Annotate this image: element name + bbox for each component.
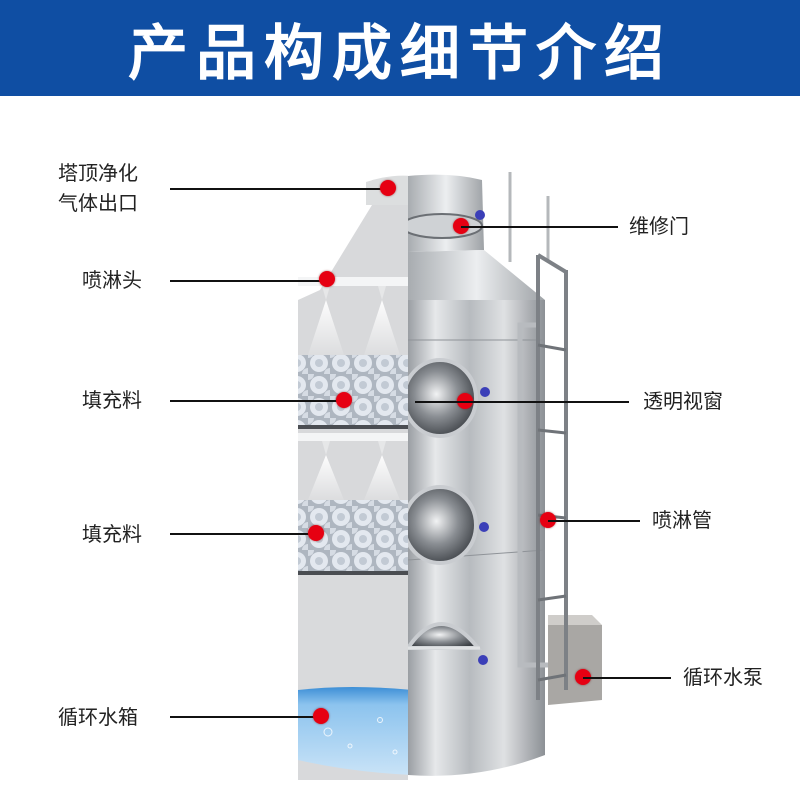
leader-line-outlet [170, 188, 388, 190]
label-outlet-line1: 塔顶净化 [58, 161, 138, 185]
page-title: 产品构成细节介绍 [128, 18, 672, 89]
label-packing-1: 填充料 [82, 388, 142, 412]
leader-line-viewing-window [415, 401, 629, 403]
label-packing-2: 填充料 [82, 522, 142, 546]
label-outlet-line2: 气体出口 [58, 191, 138, 215]
marker-dot-water-tank [313, 708, 329, 724]
marker-dot-packing-1 [336, 392, 352, 408]
leader-line-spray-head [170, 280, 327, 282]
label-spray-head: 喷淋头 [82, 268, 142, 292]
leader-line-water-tank [170, 716, 320, 718]
marker-dot-outlet [380, 180, 396, 196]
leader-line-pump [583, 677, 671, 679]
leader-line-maintenance-door [461, 226, 618, 228]
leader-line-spray-pipe [548, 520, 640, 522]
label-pump: 循环水泵 [683, 665, 763, 689]
label-maintenance-door: 维修门 [629, 214, 689, 238]
label-spray-pipe: 喷淋管 [652, 508, 712, 532]
label-viewing-window: 透明视窗 [643, 389, 723, 413]
leader-line-packing-1 [170, 400, 344, 402]
leader-line-packing-2 [170, 533, 316, 535]
marker-dot-packing-2 [308, 525, 324, 541]
header-banner: 产品构成细节介绍 [0, 0, 800, 96]
marker-dot-spray-head [319, 271, 335, 287]
label-water-tank: 循环水箱 [58, 705, 138, 729]
